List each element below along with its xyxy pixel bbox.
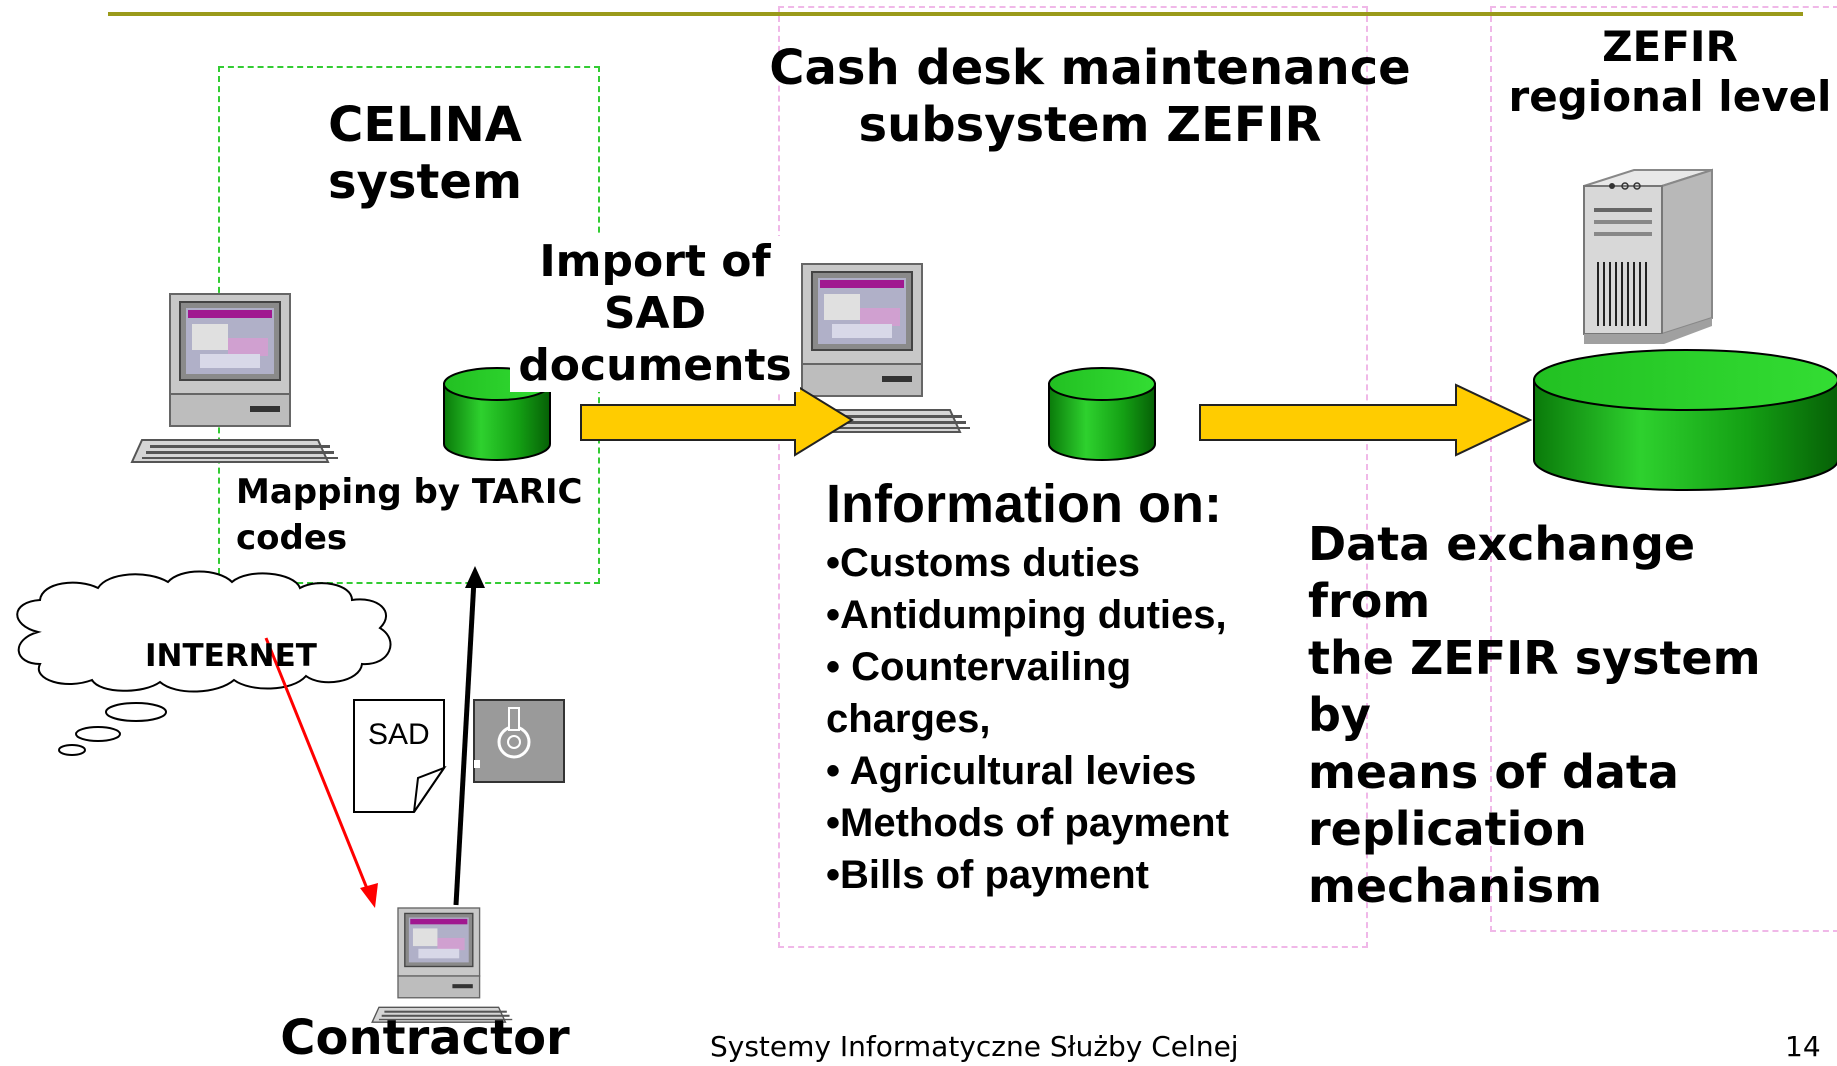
information-item: •Customs duties — [826, 541, 1141, 585]
celina-title: CELINA system — [300, 97, 550, 210]
information-item: • Countervailing — [826, 645, 1132, 689]
zefir-regional-title-line2: regional level — [1508, 71, 1832, 121]
sad-document-icon — [353, 699, 447, 813]
internet-label: INTERNET — [145, 638, 317, 674]
data-exchange-line: Data exchange from — [1308, 517, 1696, 628]
celina-title-line1: CELINA — [328, 97, 522, 153]
replication-arrow — [1199, 383, 1533, 457]
cash-desk-database-icon — [1048, 367, 1156, 461]
data-exchange-line: means of data — [1308, 745, 1679, 799]
internet-cloud-icon — [16, 570, 392, 756]
import-label-line3: documents — [510, 339, 800, 392]
mapping-label-line1: Mapping by TARIC — [236, 472, 583, 512]
import-label-line1: Import of — [510, 236, 800, 288]
mapping-label-line2: codes — [236, 517, 348, 558]
cash-desk-title-line2: subsystem ZEFIR — [858, 96, 1322, 153]
data-exchange-text: Data exchange from the ZEFIR system by m… — [1308, 516, 1828, 915]
celina-computer-icon — [131, 293, 339, 463]
footer-text: Systemy Informatyczne Służby Celnej — [710, 1030, 1239, 1063]
information-title: Information on: — [826, 474, 1222, 534]
information-list: •Customs duties •Antidumping duties, • C… — [826, 537, 1229, 901]
data-exchange-line: replication — [1308, 802, 1587, 856]
import-arrow — [580, 383, 854, 457]
contractor-to-celina-arrow — [453, 566, 485, 906]
floppy-disk-icon — [473, 699, 565, 783]
zefir-regional-title-line1: ZEFIR — [1602, 22, 1738, 71]
cash-desk-title: Cash desk maintenance subsystem ZEFIR — [750, 40, 1430, 153]
server-icon — [1583, 168, 1713, 344]
internet-to-contractor-arrow — [264, 637, 378, 908]
data-exchange-line: the ZEFIR system by — [1308, 631, 1761, 742]
regional-database-icon — [1533, 349, 1837, 491]
import-label-line2: SAD — [510, 287, 800, 340]
celina-title-line2: system — [328, 153, 522, 210]
information-item: •Bills of payment — [826, 853, 1149, 897]
information-item: charges, — [826, 697, 991, 741]
zefir-regional-title: ZEFIR regional level — [1500, 22, 1837, 121]
import-label: Import of SAD documents — [510, 236, 800, 392]
information-item: •Antidumping duties, — [826, 593, 1227, 637]
contractor-label: Contractor — [280, 1010, 570, 1066]
mapping-label: Mapping by TARIC codes — [236, 470, 582, 562]
sad-label: SAD — [368, 718, 430, 751]
cash-desk-box — [778, 6, 1368, 948]
information-item: • Agricultural levies — [826, 749, 1197, 793]
data-exchange-line: mechanism — [1308, 859, 1603, 913]
cash-desk-title-line1: Cash desk maintenance — [769, 40, 1411, 96]
page-number: 14 — [1785, 1030, 1821, 1063]
top-rule — [108, 12, 1803, 16]
contractor-computer-icon — [371, 907, 513, 1023]
celina-database-icon — [443, 367, 551, 461]
information-item: •Methods of payment — [826, 801, 1229, 845]
zefir-regional-box — [1490, 6, 1837, 932]
